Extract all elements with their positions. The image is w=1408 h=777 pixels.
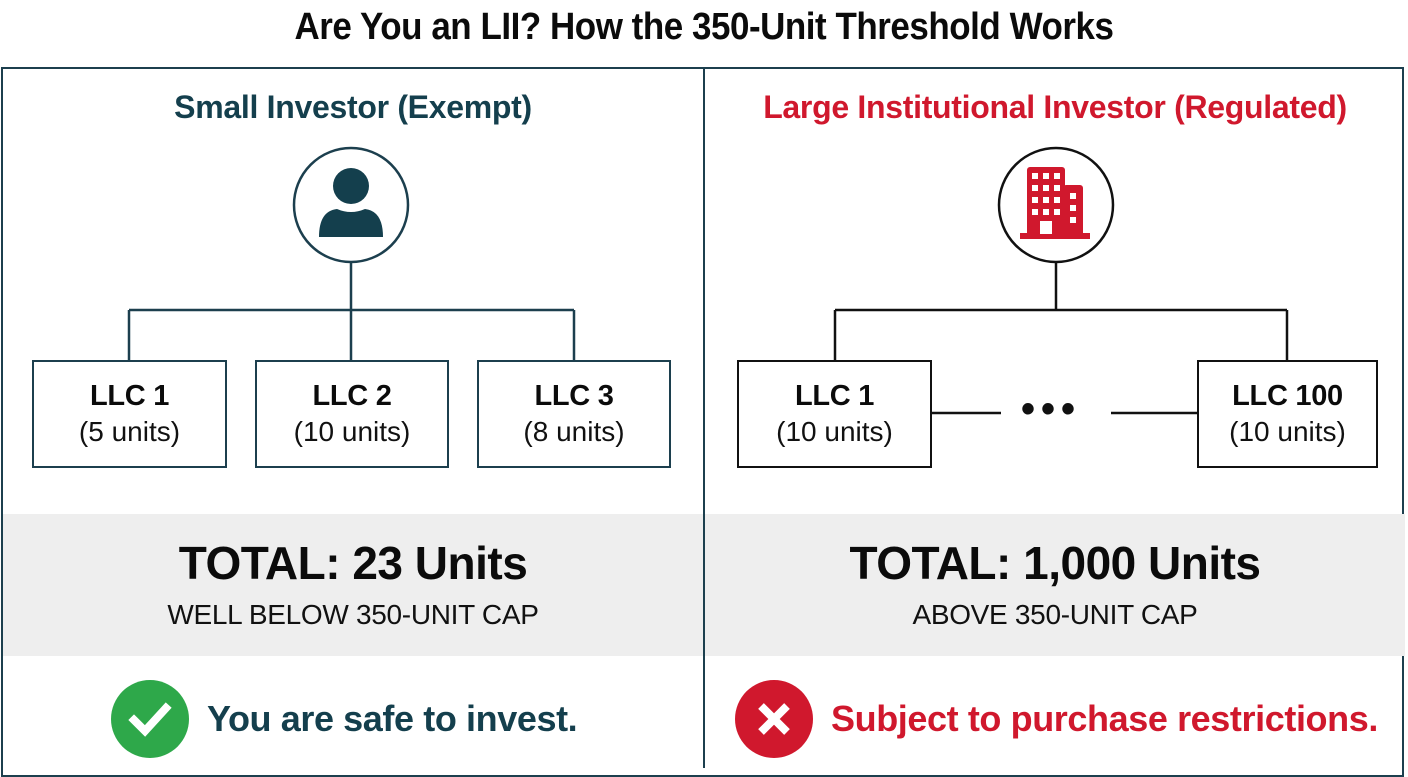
llc-units: (10 units) (1229, 416, 1346, 447)
ownership-connectors (127, 262, 576, 360)
total-units: TOTAL: 1,000 Units (849, 537, 1261, 589)
total-band (3, 514, 703, 656)
llc-units: (8 units) (523, 416, 625, 447)
llc-name: LLC 1 (89, 380, 170, 412)
small-investor-panel: Small Investor (Exempt) LLC 1 (5 units) … (3, 69, 703, 768)
large-investor-heading: Large Institutional Investor (Regulated) (763, 89, 1347, 125)
llc-box: LLC 1 (10 units) (737, 360, 932, 468)
llc-box: LLC 3 (8 units) (477, 360, 671, 468)
llc-name: LLC 100 (1232, 380, 1343, 412)
llc-name: LLC 2 (312, 380, 392, 412)
llc-box: LLC 1 (5 units) (32, 360, 227, 468)
x-circle-icon (735, 680, 813, 758)
verdict-row: Subject to purchase restrictions. (735, 679, 1378, 759)
cap-status: ABOVE 350-UNIT CAP (912, 599, 1198, 630)
total-units: TOTAL: 23 Units (178, 537, 528, 589)
llc-units: (10 units) (776, 416, 893, 447)
total-band (705, 514, 1405, 656)
llc-units: (5 units) (78, 416, 181, 447)
large-investor-panel: Large Institutional Investor (Regulated) (705, 69, 1405, 768)
llc-box: LLC 2 (10 units) (255, 360, 449, 468)
person-icon (292, 146, 410, 264)
check-circle-icon (111, 680, 189, 758)
office-building-icon (997, 146, 1115, 264)
verdict-row: You are safe to invest. (111, 679, 578, 759)
verdict-text: You are safe to invest. (207, 698, 578, 739)
panel-divider (703, 67, 705, 768)
ellipsis-more-llcs: ••• (1021, 387, 1082, 431)
cap-status: WELL BELOW 350-UNIT CAP (167, 599, 539, 630)
llc-units: (10 units) (293, 416, 411, 447)
small-investor-heading: Small Investor (Exempt) (174, 89, 532, 125)
large-investor-structure-diagram (833, 146, 1289, 415)
page-title: Are You an LII? How the 350-Unit Thresho… (294, 6, 1114, 48)
llc-box: LLC 100 (10 units) (1197, 360, 1378, 468)
verdict-text: Subject to purchase restrictions. (831, 698, 1378, 739)
ownership-connectors (833, 262, 1289, 415)
llc-name: LLC 1 (794, 380, 875, 412)
llc-name: LLC 3 (534, 380, 614, 412)
small-investor-structure-diagram (127, 146, 576, 360)
